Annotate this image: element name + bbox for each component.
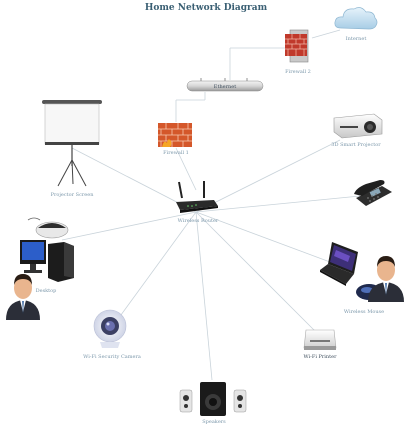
- laptop-user-node: [366, 250, 406, 306]
- printer-node[interactable]: [300, 326, 340, 356]
- laptop-mouse-label: Wireless Mouse: [343, 309, 385, 315]
- speakers-label: Speakers: [202, 419, 226, 425]
- desktop-node[interactable]: [18, 238, 78, 288]
- phone-node[interactable]: [352, 178, 394, 212]
- ethernet-label: Ethernet: [213, 84, 237, 90]
- internet-node[interactable]: [333, 4, 379, 38]
- speakers-node[interactable]: [176, 378, 252, 422]
- person-icon: [368, 256, 404, 302]
- speakers-icon: [179, 382, 247, 416]
- desktop-label: Desktop: [35, 288, 57, 294]
- desktop-computer-icon: [20, 240, 74, 282]
- internet-label: Internet: [345, 36, 367, 42]
- security-camera-icon: [93, 309, 127, 348]
- link-router-camera: [109, 211, 197, 331]
- printer-label: Wi-Fi Printer: [303, 354, 337, 360]
- firewall-icon: [285, 29, 309, 63]
- laptop-node[interactable]: [318, 240, 366, 292]
- projector-screen-icon: [42, 100, 102, 187]
- link-router-desktop: [61, 211, 197, 241]
- link-router-speakers: [195, 211, 213, 381]
- person-icon: [6, 274, 40, 320]
- router-icon: [176, 181, 218, 213]
- router-label: Wireless Router: [177, 218, 219, 224]
- camera-label: Wi-Fi Security Camera: [83, 354, 141, 360]
- projector-label: 3D Smart Projector: [331, 142, 381, 148]
- mouse-icon: [27, 217, 69, 239]
- link-router-phone: [195, 195, 361, 213]
- desktop-user-node: [4, 268, 42, 324]
- laptop-icon: [320, 242, 358, 286]
- projector-screen-label: Projector Screen: [50, 192, 94, 198]
- link-router-projector: [195, 139, 341, 213]
- ethernet-bus-icon: [186, 78, 264, 92]
- router-node[interactable]: [174, 180, 220, 220]
- link-internet-firewall: [311, 29, 341, 39]
- projector-icon: [333, 113, 383, 139]
- projector-node[interactable]: [328, 112, 384, 144]
- phone-icon: [354, 180, 392, 206]
- link-router-printer: [195, 211, 321, 337]
- mouse-node[interactable]: [24, 214, 70, 244]
- firewall-icon: [158, 123, 192, 147]
- firewall-top-node[interactable]: [284, 28, 312, 68]
- link-router-laptop: [195, 211, 331, 263]
- firewall-node[interactable]: [158, 121, 192, 153]
- projector-screen-node[interactable]: [40, 98, 104, 194]
- ethernet-node[interactable]: [185, 78, 265, 98]
- firewall-label: Firewall 1: [163, 150, 189, 156]
- diagram-title: Home Network Diagram: [144, 3, 268, 13]
- camera-node[interactable]: [92, 308, 128, 354]
- printer-icon: [303, 329, 337, 350]
- firewall-top-label: Firewall 2: [285, 69, 311, 75]
- link-router-screen: [71, 147, 197, 213]
- cloud-icon: [334, 7, 378, 30]
- link-firewall-router: [175, 147, 197, 191]
